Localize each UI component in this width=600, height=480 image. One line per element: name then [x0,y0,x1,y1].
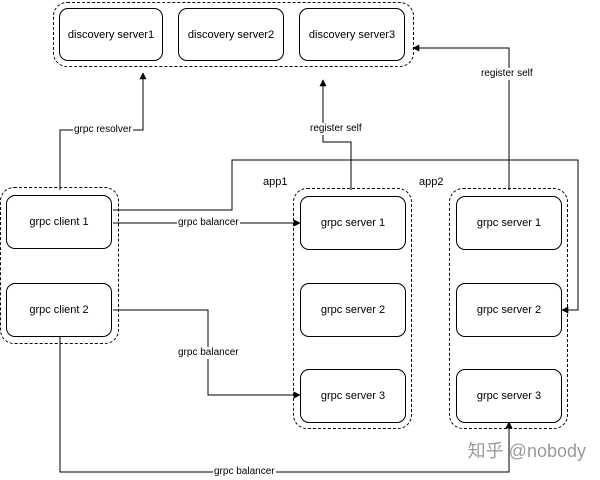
app1-grpc-server-2[interactable]: grpc server 2 [300,283,406,337]
label-register-self-app2: register self [480,68,534,80]
grpc-client-1[interactable]: grpc client 1 [6,195,112,249]
edge-app2-register [412,44,510,190]
edge-app1-register [319,79,352,190]
label-grpc-balancer-1: grpc balancer [177,217,240,229]
app1-title: app1 [263,176,288,188]
discovery-server-2[interactable]: discovery server2 [178,8,284,61]
app2-grpc-server-3[interactable]: grpc server 3 [456,369,562,423]
clients-group [0,187,119,344]
grpc-client-2[interactable]: grpc client 2 [6,283,112,337]
discovery-server-1[interactable]: discovery server1 [59,8,163,61]
label-grpc-balancer-2: grpc balancer [177,347,240,359]
app1-grpc-server-1[interactable]: grpc server 1 [300,196,406,250]
app2-title: app2 [419,176,444,188]
watermark-text: 知乎 @nobody [467,441,586,461]
app2-group [449,188,568,429]
edge-client2-app2-s3 [59,336,513,473]
app2-grpc-server-2[interactable]: grpc server 2 [456,283,562,337]
label-grpc-balancer-3: grpc balancer [213,466,276,478]
label-grpc-resolver: grpc resolver [73,124,133,136]
discovery-group [53,2,414,67]
app2-grpc-server-1[interactable]: grpc server 1 [456,196,562,250]
app1-grpc-server-3[interactable]: grpc server 3 [300,369,406,423]
discovery-server-3[interactable]: discovery server3 [299,8,405,61]
label-register-self-app1: register self [309,123,363,135]
app1-group [293,188,412,429]
edge-client1-app2-s2 [113,159,579,314]
